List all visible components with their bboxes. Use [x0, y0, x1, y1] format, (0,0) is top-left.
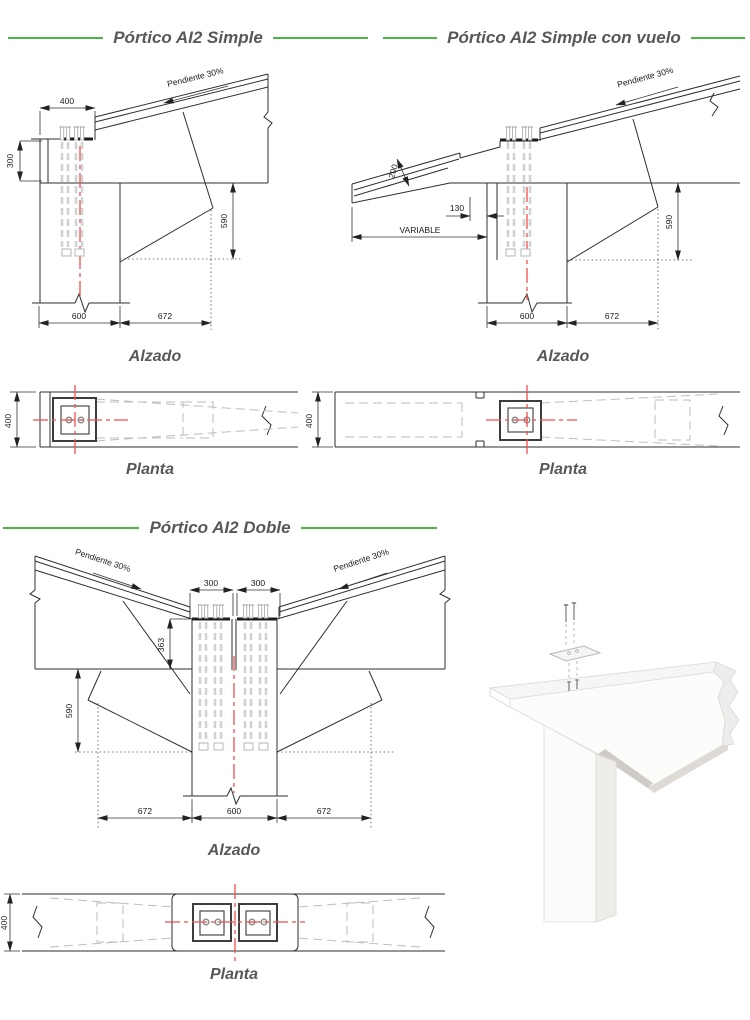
dim-plan-depth: 400	[3, 414, 13, 428]
caption-planta-vuelo: Planta	[538, 461, 587, 478]
dimensions: 200 130 VARIABLE 590 600 672 Pendiente 3…	[351, 65, 681, 328]
green-rule	[383, 37, 438, 39]
caption-planta-doble: Planta	[209, 966, 258, 983]
simple-elevation-drawing: 400 300 590 600 672 Pendiente 30%	[5, 65, 273, 330]
dim-haunch-length-left: 672	[138, 806, 152, 816]
section-title-doble: Pórtico AI2 Doble	[3, 518, 437, 538]
dim-haunch-depth: 590	[219, 214, 229, 228]
green-rule	[272, 37, 369, 39]
dim-haunch-length: 672	[605, 311, 619, 321]
dim-plate-half-right: 300	[251, 578, 265, 588]
beam-3d	[488, 661, 740, 793]
dim-cantilever-depth: 200	[386, 163, 400, 180]
column-3d	[543, 724, 617, 923]
dimensions: 400	[304, 391, 333, 448]
anchor-bolts	[197, 604, 269, 751]
slope-label: Pendiente 30%	[616, 65, 675, 90]
hidden-beam-lines	[95, 398, 299, 442]
section-title-simple: Pórtico AI2 Simple	[8, 28, 369, 48]
dim-top-width: 400	[60, 96, 74, 106]
dimensions: 400	[0, 893, 20, 952]
dim-haunch-depth: 590	[64, 704, 74, 718]
slope-arrow-left	[92, 572, 142, 590]
dim-column-width: 600	[520, 311, 534, 321]
doble-plan-drawing: 400	[0, 884, 445, 964]
plan-outline	[334, 391, 740, 448]
vuelo-elevation-drawing: 200 130 VARIABLE 590 600 672 Pendiente 3…	[351, 65, 741, 330]
dim-haunch-length: 672	[158, 311, 172, 321]
construction-dotted-lines	[75, 703, 396, 830]
section-title-text: Pórtico AI2 Doble	[149, 518, 291, 537]
column-and-beams-outline	[29, 555, 451, 806]
dim-column-width: 600	[72, 311, 86, 321]
anchor-bolts	[505, 126, 533, 257]
green-rule	[3, 527, 140, 529]
caption-alzado-vuelo: Alzado	[536, 348, 590, 365]
simple-plan-drawing: 400	[3, 385, 299, 456]
slope-arrow	[615, 86, 679, 106]
3d-joint-render	[488, 602, 740, 923]
slope-label: Pendiente 30%	[166, 65, 225, 89]
doble-elevation-drawing: 300 300 363 590 672 600 672 Pendiente 30…	[29, 546, 451, 830]
dim-haunch-length-right: 672	[317, 806, 331, 816]
section-title-text: Pórtico AI2 Simple	[113, 28, 263, 47]
dimensions: 300 300 363 590 672 600 672 Pendiente 30…	[64, 546, 390, 823]
slope-arrow	[163, 85, 229, 104]
green-rule	[690, 37, 745, 39]
green-rule	[300, 527, 437, 529]
slope-label-left: Pendiente 30%	[74, 546, 132, 573]
hidden-beam-lines	[345, 393, 719, 447]
plate-centerlines	[165, 884, 305, 964]
slope-label-right: Pendiente 30%	[332, 546, 390, 573]
plate-centerlines	[33, 385, 128, 456]
slope-arrow-right	[338, 572, 388, 590]
vuelo-plan-drawing: 400	[304, 385, 740, 456]
caption-alzado-doble: Alzado	[207, 842, 261, 859]
dim-column-width: 600	[227, 806, 241, 816]
dim-cantilever-length: VARIABLE	[400, 225, 441, 235]
dim-plan-depth: 400	[0, 916, 9, 930]
section-title-vuelo: Pórtico AI2 Simple con vuelo	[383, 28, 745, 48]
dim-edge-offset: 130	[450, 203, 464, 213]
dim-plan-depth: 400	[304, 414, 314, 428]
section-title-text: Pórtico AI2 Simple con vuelo	[447, 28, 681, 47]
column-and-beam-outline	[351, 75, 741, 314]
dimensions: 400	[3, 391, 36, 448]
dim-haunch-depth: 590	[664, 215, 674, 229]
caption-alzado-simple: Alzado	[128, 348, 182, 365]
plate-centerlines	[486, 385, 577, 456]
green-rule	[8, 37, 104, 39]
dim-block-height: 363	[156, 638, 166, 652]
dim-block-height: 300	[5, 154, 15, 168]
hidden-beam-lines	[49, 897, 421, 948]
construction-dotted-lines	[567, 209, 692, 330]
dim-plate-half-left: 300	[204, 578, 218, 588]
exploded-anchor-hardware	[548, 602, 602, 691]
caption-planta-simple: Planta	[125, 461, 174, 478]
column-and-beam-outline	[31, 73, 273, 314]
anchor-bolts	[59, 126, 85, 257]
